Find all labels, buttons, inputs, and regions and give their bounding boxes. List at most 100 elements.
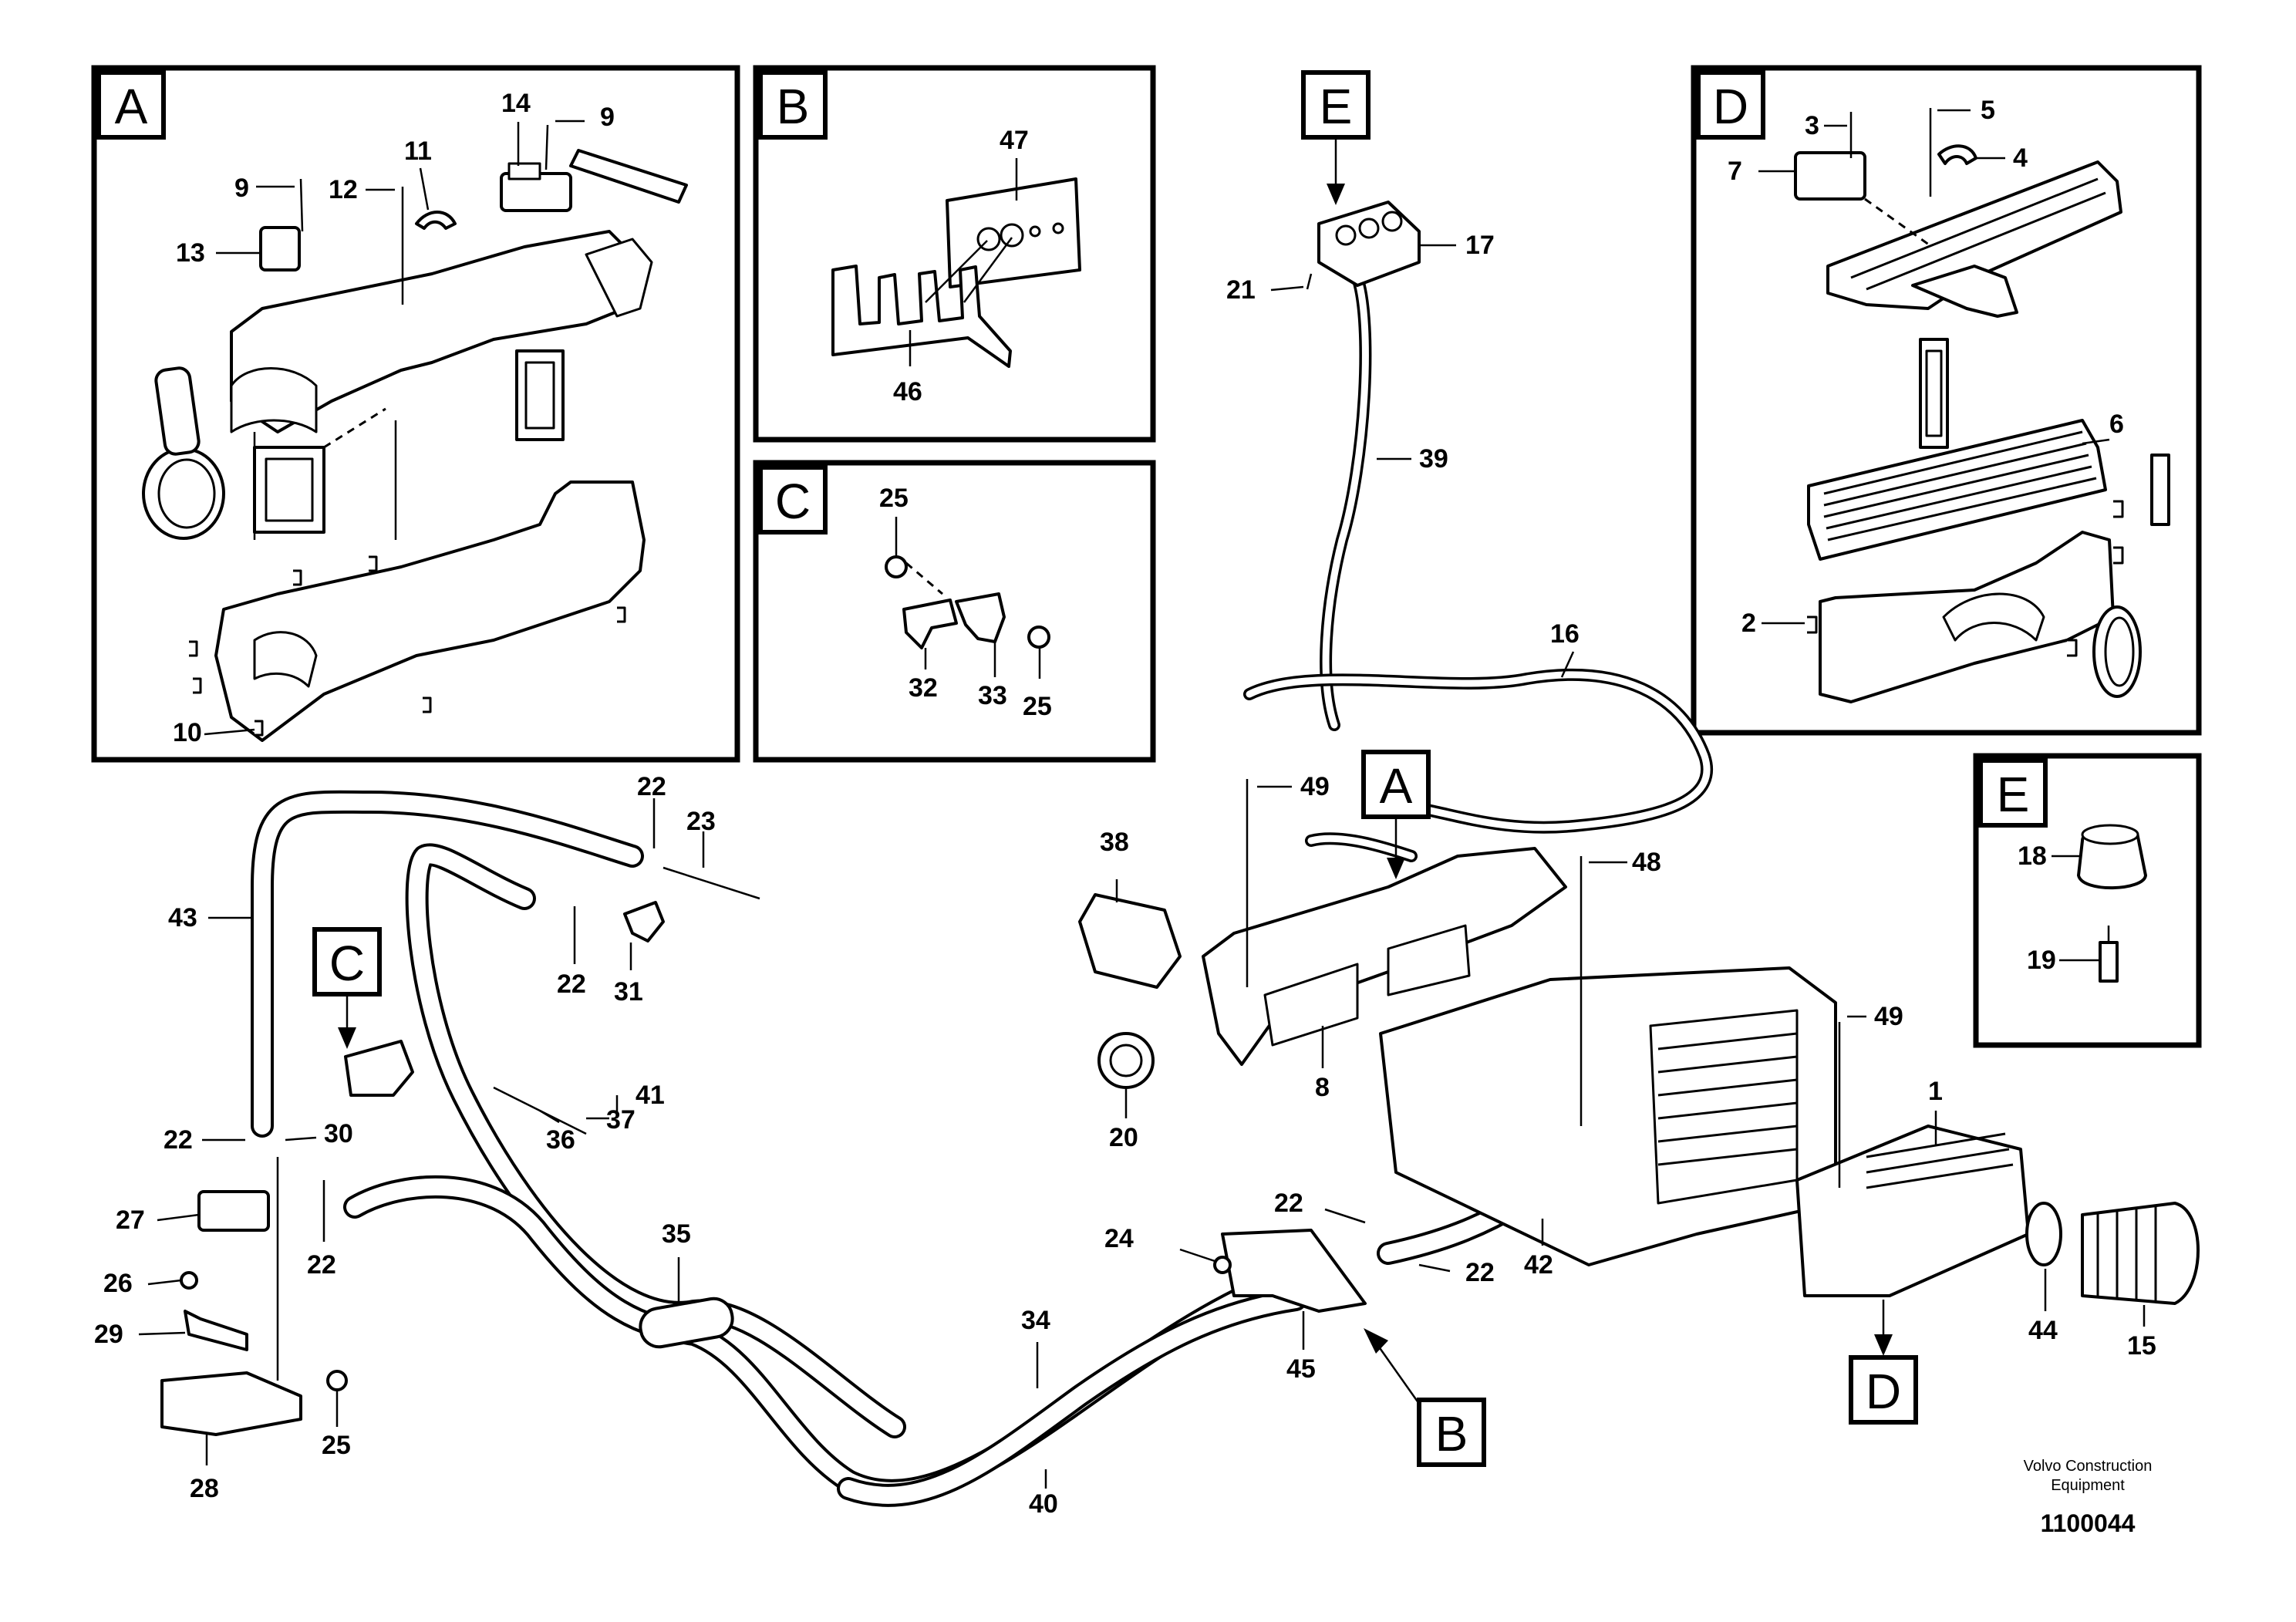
callout-43: 43 <box>168 903 197 932</box>
leader-m22-c <box>1418 1263 1451 1273</box>
panel-e-frame <box>1973 753 2202 1048</box>
callout-36: 36 <box>546 1125 575 1155</box>
callout-23: 23 <box>686 807 716 836</box>
harness-39-inner <box>1322 274 1369 729</box>
air-intake-unit <box>1795 1125 2200 1305</box>
pipe-23 <box>663 866 760 900</box>
callout-d-6: 6 <box>2109 410 2124 439</box>
filter-insert <box>2150 454 2170 526</box>
clip-d-3 <box>2113 546 2124 565</box>
plate-hole-2 <box>1000 223 1024 248</box>
callout-41: 41 <box>636 1081 665 1110</box>
panel-c-callouts: 25 25 32 33 <box>879 484 1052 721</box>
nut-25-bottom <box>1027 626 1050 649</box>
lower-duct <box>214 481 646 742</box>
marker-c-box <box>312 927 382 996</box>
harness-16 <box>1243 668 1713 834</box>
callout-d-3: 3 <box>1805 111 1819 140</box>
clip-33 <box>955 592 1006 643</box>
leader-a11 <box>419 167 430 211</box>
seal-ring-inner <box>157 458 216 529</box>
harness-39 <box>1320 271 1372 731</box>
callout-22-top: 22 <box>637 772 666 801</box>
heater-unit <box>1078 847 1837 1266</box>
panel-e-letter: E <box>1997 767 2030 822</box>
callout-28: 28 <box>190 1474 219 1503</box>
panel-a-callouts: 9 9 10 11 12 13 14 <box>173 89 615 747</box>
callout-29: 29 <box>94 1320 123 1349</box>
drawing-number: 1100044 <box>2041 1509 2136 1537</box>
nut-26 <box>180 1271 198 1290</box>
clip-1 <box>189 640 198 657</box>
callout-22-lower: 22 <box>307 1250 336 1280</box>
marker-b-box <box>1417 1398 1486 1467</box>
callout-a-9-right: 9 <box>600 103 615 132</box>
panel-a-letter-box <box>96 70 166 140</box>
callout-49-right: 49 <box>1874 1002 1903 1031</box>
callout-22-b: 22 <box>1274 1189 1303 1218</box>
bracket-45 <box>1221 1229 1367 1313</box>
callout-a-11: 11 <box>404 137 432 166</box>
leader-m21 <box>1270 285 1304 292</box>
knob-18-top <box>2081 824 2139 845</box>
leader-m29 <box>138 1331 186 1336</box>
clamp-11 <box>415 211 457 230</box>
panel-e: E 18 19 <box>1973 753 2202 1048</box>
panel-e-knob-drawing <box>2077 824 2147 983</box>
panel-d-letter: D <box>1713 79 1748 134</box>
panel-d-callouts: 2 3 4 5 6 7 <box>1728 96 2124 638</box>
callout-b-47: 47 <box>1000 126 1029 155</box>
hose-return-inner <box>408 846 903 1435</box>
clip-d-4 <box>2067 639 2078 657</box>
callout-c-32: 32 <box>909 673 938 703</box>
clip-4 <box>369 555 378 572</box>
actuator-7 <box>1794 151 1866 201</box>
callout-8: 8 <box>1315 1073 1330 1102</box>
callout-39: 39 <box>1419 444 1448 474</box>
bracket-46 <box>831 265 1012 368</box>
connector-31 <box>623 901 665 943</box>
callout-22-left: 22 <box>164 1125 193 1155</box>
panel-a-frame <box>91 65 740 763</box>
leader-m26 <box>147 1279 182 1286</box>
leader-d6 <box>2082 438 2110 445</box>
main-callouts: 1 8 15 16 17 20 21 22 22 22 22 22 22 <box>94 231 2156 1519</box>
marker-d-arrowhead <box>1874 1334 1893 1356</box>
control-panel-17 <box>1317 201 1421 287</box>
callout-35: 35 <box>662 1219 691 1249</box>
callout-45: 45 <box>1286 1354 1316 1384</box>
assembly-line-a <box>323 407 386 449</box>
callout-a-10: 10 <box>173 718 202 747</box>
callout-e-19: 19 <box>2027 946 2056 975</box>
callout-c-25-top: 25 <box>879 484 909 513</box>
callout-a-9-left: 9 <box>234 174 249 203</box>
leader-m16 <box>1560 651 1575 678</box>
clip-2 <box>193 677 202 694</box>
harness-16-inner <box>1246 671 1711 831</box>
panel-e-callouts: 18 19 <box>2018 841 2099 975</box>
clamp-c <box>344 1040 414 1097</box>
marker-e-arrowhead <box>1327 184 1345 205</box>
duct-8-panel-2 <box>1387 924 1471 996</box>
callout-a-14: 14 <box>501 89 531 118</box>
marker-a-arrowhead <box>1387 858 1405 879</box>
panel-b-frame <box>753 65 1156 443</box>
callout-1: 1 <box>1928 1077 1943 1106</box>
intake-hose-15 <box>2081 1202 2200 1305</box>
leader-m30 <box>285 1136 317 1141</box>
callout-40: 40 <box>1029 1489 1058 1519</box>
clip-32 <box>902 599 958 649</box>
callout-d-4: 4 <box>2013 143 2028 173</box>
marker-a-letter: A <box>1380 758 1413 814</box>
clip-5 <box>423 696 432 713</box>
leader-m27 <box>157 1213 200 1222</box>
plate-hole-4 <box>1052 222 1064 234</box>
panel-b-letter-box <box>758 70 828 140</box>
bracket-28 <box>160 1371 302 1436</box>
clip-3 <box>293 569 302 586</box>
flap-d-inner <box>1925 349 1943 437</box>
maker-line-1: Volvo Construction <box>2024 1458 2153 1475</box>
actuator-14-top <box>507 162 541 180</box>
upper-housing-ribs <box>1850 177 2106 291</box>
control-knob-3 <box>1381 211 1403 232</box>
